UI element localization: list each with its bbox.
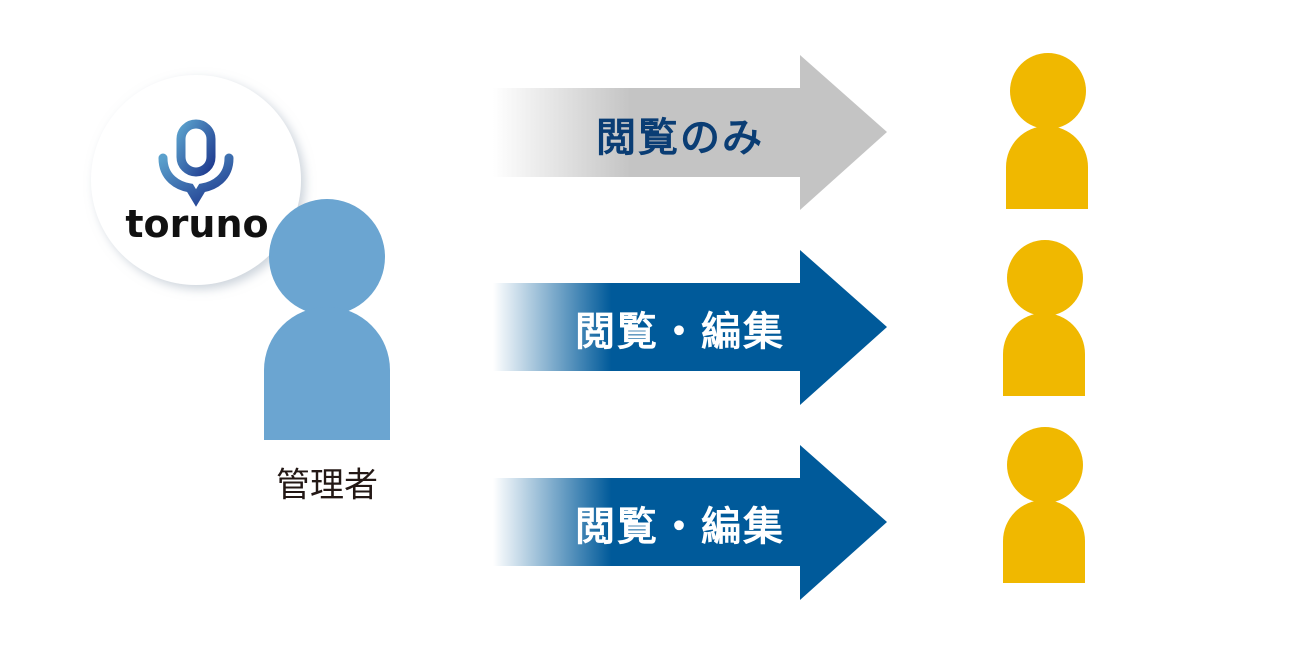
arrow-label-view-only: 閲覧のみ — [596, 115, 764, 161]
arrow-label-view-edit-1: 閲覧・編集 — [575, 309, 785, 355]
arrow-label-view-edit-2: 閲覧・編集 — [575, 504, 785, 550]
admin-person-icon — [264, 199, 390, 440]
user-person-icon-3 — [1003, 427, 1085, 583]
microphone-icon — [158, 119, 234, 207]
logo-text: toruno — [125, 202, 268, 246]
arrow-view-edit-1 — [493, 250, 887, 405]
arrow-view-only — [493, 55, 887, 210]
toruno-logo: toruno — [91, 75, 301, 285]
arrow-view-edit-2 — [493, 445, 887, 600]
admin-label: 管理者 — [276, 465, 378, 506]
user-person-icon-2 — [1003, 240, 1085, 396]
user-person-icon-1 — [1006, 53, 1088, 209]
